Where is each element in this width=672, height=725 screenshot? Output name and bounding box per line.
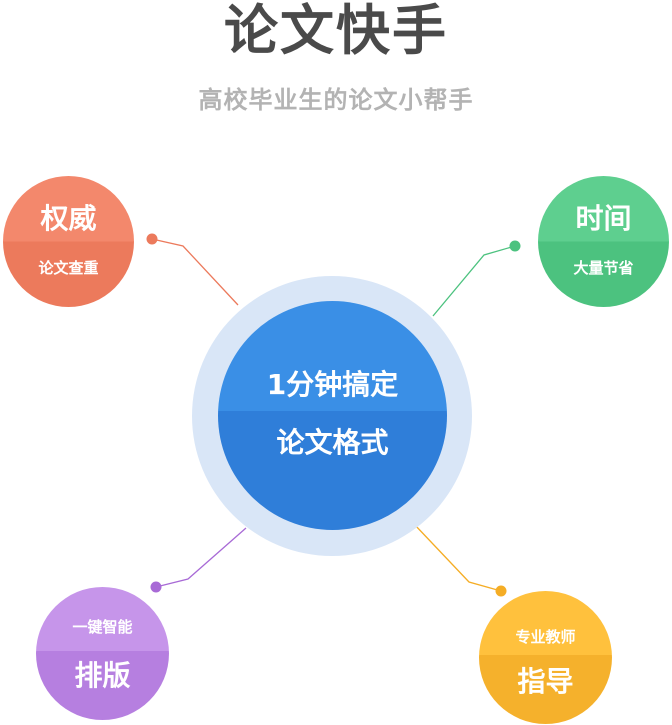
center-circle: 1分钟搞定 论文格式 bbox=[218, 301, 447, 530]
feature-title-authority: 权威 bbox=[40, 202, 97, 235]
feature-bubble-layout: 一键智能 排版 bbox=[36, 587, 169, 720]
connector-dot-top-left bbox=[146, 233, 158, 245]
feature-subtitle-authority: 论文查重 bbox=[38, 259, 99, 277]
page-subtitle: 高校毕业生的论文小帮手 bbox=[198, 86, 474, 114]
feature-bubble-time: 时间 大量节省 bbox=[538, 176, 669, 307]
page-title: 论文快手 bbox=[224, 0, 448, 62]
feature-title-guidance: 指导 bbox=[517, 665, 574, 698]
center-subline: 论文格式 bbox=[276, 426, 389, 459]
center-headline: 1分钟搞定 bbox=[266, 368, 399, 401]
connector-bottom-right bbox=[413, 523, 502, 592]
feature-subtitle-guidance: 专业教师 bbox=[515, 628, 576, 646]
feature-bubble-authority: 权威 论文查重 bbox=[3, 176, 134, 307]
feature-title-layout: 排版 bbox=[74, 659, 131, 692]
feature-subtitle-time: 大量节省 bbox=[573, 259, 634, 277]
feature-subtitle-layout: 一键智能 bbox=[72, 618, 133, 636]
connector-dot-top-right bbox=[509, 240, 521, 252]
connector-bottom-left bbox=[155, 527, 247, 588]
feature-title-time: 时间 bbox=[575, 202, 632, 235]
connector-dot-bottom-left bbox=[150, 581, 162, 593]
connector-top-left bbox=[151, 238, 239, 306]
connector-top-right bbox=[432, 245, 516, 317]
connector-dot-bottom-right bbox=[495, 585, 507, 597]
feature-bubble-guidance: 专业教师 指导 bbox=[479, 591, 612, 724]
